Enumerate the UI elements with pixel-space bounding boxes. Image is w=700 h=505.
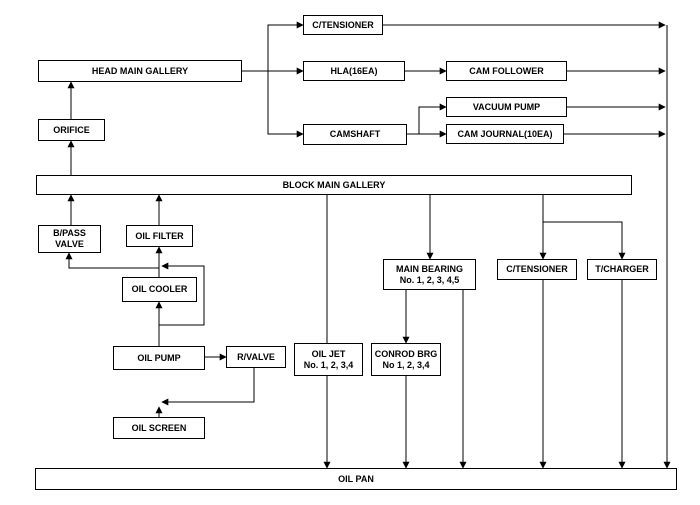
- flow-rvalve-return: [161, 368, 255, 406]
- flow-to-bypass-valve: [65, 252, 159, 269]
- flow-block-to-tcharger: [543, 221, 626, 260]
- hla-box: HLA(16EA): [303, 61, 405, 81]
- oil-cooler-box: OIL COOLER: [122, 277, 197, 302]
- oil-screen-box: OIL SCREEN: [113, 417, 205, 439]
- flow-head-to-ctensioner: [242, 21, 304, 72]
- r-valve-box: R/VALVE: [226, 346, 286, 368]
- oil-pan-box: OIL PAN: [35, 468, 677, 490]
- c-tensioner-head-box: C/TENSIONER: [303, 15, 383, 35]
- cam-journal-box: CAM JOURNAL(10EA): [446, 124, 564, 144]
- oil-pump-box: OIL PUMP: [113, 346, 205, 370]
- flow-camshaft-to-vacuum-pump: [407, 103, 447, 135]
- oil-jet-box: OIL JET No. 1, 2, 3,4: [294, 343, 363, 376]
- vacuum-pump-box: VACUUM PUMP: [446, 97, 567, 117]
- conrod-brg-box: CONROD BRG No 1, 2, 3,4: [371, 343, 441, 376]
- cam-follower-box: CAM FOLLOWER: [446, 61, 567, 81]
- main-bearing-box: MAIN BEARING No. 1, 2, 3, 4,5: [383, 259, 476, 290]
- flow-head-to-camshaft: [267, 71, 304, 138]
- c-tensioner-block-box: C/TENSIONER: [497, 259, 577, 280]
- block-main-gallery-box: BLOCK MAIN GALLERY: [36, 175, 632, 195]
- orifice-box: ORIFICE: [38, 119, 105, 141]
- oil-filter-box: OIL FILTER: [126, 225, 193, 247]
- head-main-gallery-box: HEAD MAIN GALLERY: [38, 60, 242, 82]
- bypass-valve-box: B/PASS VALVE: [38, 225, 101, 253]
- t-charger-box: T/CHARGER: [587, 259, 657, 280]
- flow-cooler-bypass: [159, 262, 205, 326]
- camshaft-box: CAMSHAFT: [303, 124, 407, 145]
